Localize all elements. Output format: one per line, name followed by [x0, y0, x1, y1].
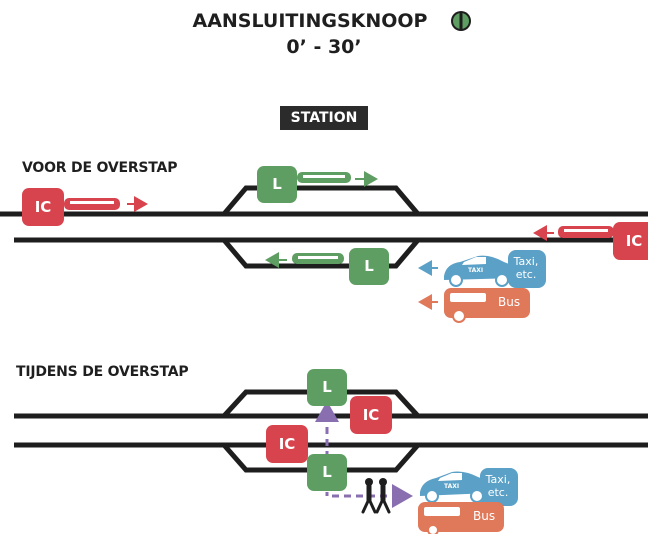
page-subtitle: 0’ - 30’	[286, 36, 362, 58]
l-train-box-bottom: L	[307, 454, 347, 491]
taxi-icon	[420, 468, 518, 506]
l-train-box-top: L	[257, 166, 297, 203]
train-icon	[64, 198, 120, 210]
ic-train-box-arriving-east: IC	[350, 396, 392, 434]
taxi-body-text: TAXI	[468, 267, 484, 274]
page-title: AANSLUITINGSKNOOP	[192, 10, 428, 32]
taxi-icon	[444, 250, 546, 288]
taxi-body-text: TAXI	[444, 483, 460, 490]
ic-train-box-arriving-west: IC	[266, 425, 308, 463]
station-label: STATION	[280, 106, 368, 130]
bus-icon	[418, 502, 504, 534]
ic-train-box-west: IC	[22, 188, 64, 226]
train-icon	[558, 226, 614, 238]
bus-icon	[444, 288, 530, 323]
ic-train-box-east: IC	[613, 222, 648, 260]
l-train-box-top: L	[307, 369, 347, 406]
train-icon	[292, 253, 344, 264]
bus-label: Bus	[473, 509, 496, 523]
pedestrians-icon	[361, 478, 391, 514]
taxi-label: Taxi, etc.	[513, 255, 539, 281]
section-during-label: TIJDENS DE OVERSTAP	[16, 364, 189, 380]
section-before-label: VOOR DE OVERSTAP	[22, 160, 178, 176]
bus-label: Bus	[498, 295, 521, 309]
l-train-box-bottom: L	[349, 248, 389, 285]
train-icon	[297, 172, 351, 183]
taxi-label: Taxi, etc.	[485, 473, 511, 499]
